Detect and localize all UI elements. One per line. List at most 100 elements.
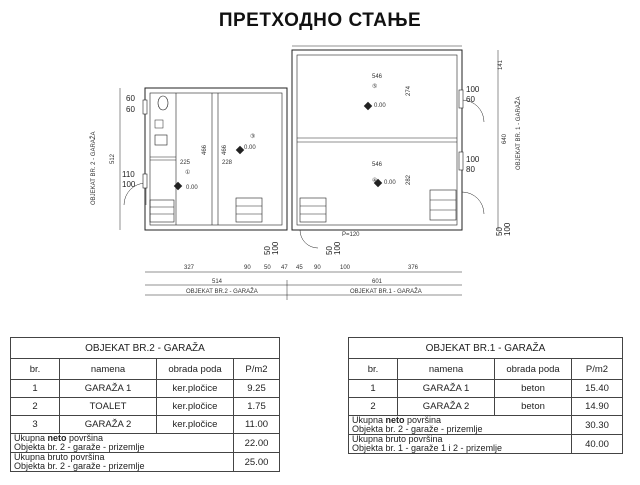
room-code: ④ bbox=[372, 177, 377, 184]
window-label: 60 bbox=[126, 105, 135, 114]
column-header: obrada poda bbox=[494, 358, 572, 380]
dim-label: 466 bbox=[222, 144, 228, 155]
window-label: 100 bbox=[466, 155, 480, 164]
door-label: 100 bbox=[333, 241, 342, 255]
window-label: 110 bbox=[122, 170, 135, 179]
garage-door-1 bbox=[235, 197, 263, 223]
dim-label: 546 bbox=[372, 162, 383, 168]
dim-label: 640 bbox=[502, 133, 508, 144]
door-label: 50 bbox=[495, 227, 504, 236]
neto-label: Ukupna neto površina Objekta br. 2 - gar… bbox=[10, 433, 234, 453]
window-label: 80 bbox=[466, 165, 475, 174]
window-label: 100 bbox=[466, 85, 480, 94]
column-header: obrada poda bbox=[156, 358, 234, 380]
column-header: P/m2 bbox=[571, 358, 623, 380]
table-row: 1 GARAŽA 1 beton 15.40 bbox=[348, 379, 623, 398]
column-header: namena bbox=[397, 358, 495, 380]
table-row: 1 GARAŽA 1 ker.pločice 9.25 bbox=[10, 379, 280, 398]
dim-label: 225 bbox=[180, 160, 191, 166]
row-floor: ker.pločice bbox=[156, 415, 234, 434]
column-header: br. bbox=[348, 358, 398, 380]
neto-row: Ukupna neto površina Objekta br. 2 - gar… bbox=[348, 415, 623, 435]
dim-label: 90 bbox=[314, 265, 321, 271]
bruto-value: 40.00 bbox=[571, 434, 623, 454]
window-label: 100 bbox=[122, 180, 136, 189]
side-label: OBJEKAT BR. 2 - GARAŽA bbox=[89, 132, 97, 205]
dim-label: 376 bbox=[408, 265, 419, 271]
row-area: 1.75 bbox=[233, 397, 280, 416]
row-floor: ker.pločice bbox=[156, 397, 234, 416]
column-header: namena bbox=[59, 358, 157, 380]
dim-label: 141 bbox=[498, 59, 504, 70]
table-row: 2 GARAŽA 2 beton 14.90 bbox=[348, 397, 623, 416]
row-floor: beton bbox=[494, 379, 572, 398]
bruto-label: Ukupna bruto površina Objekta br. 2 - ga… bbox=[10, 452, 234, 472]
building-2-outline bbox=[144, 87, 288, 231]
object-label: OBJEKAT BR.1 - GARAŽA bbox=[350, 287, 422, 295]
table-row: 3 GARAŽA 2 ker.pločice 11.00 bbox=[10, 415, 280, 434]
row-purpose: GARAŽA 1 bbox=[59, 379, 157, 398]
dim-label: 512 bbox=[110, 153, 116, 164]
window-label: 60 bbox=[126, 94, 135, 103]
garage-door-2 bbox=[299, 197, 327, 223]
row-area: 11.00 bbox=[233, 415, 280, 434]
row-area: 9.25 bbox=[233, 379, 280, 398]
dim-label: P=120 bbox=[342, 232, 360, 238]
column-header: P/m2 bbox=[233, 358, 280, 380]
dim-label: 601 bbox=[372, 279, 383, 285]
room-level: 0.00 bbox=[244, 145, 256, 151]
room-code: ③ bbox=[250, 133, 255, 140]
side-label: OBJEKAT BR. 1 - GARAŽA bbox=[514, 97, 522, 170]
room-level: 0.00 bbox=[384, 180, 396, 186]
row-area: 15.40 bbox=[571, 379, 623, 398]
garage-door-3 bbox=[429, 189, 457, 221]
dim-label: 327 bbox=[184, 265, 195, 271]
bruto-label: Ukupna bruto površina Objekta br. 1 - ga… bbox=[348, 434, 572, 454]
row-purpose: GARAŽA 2 bbox=[397, 397, 495, 416]
toilet-icon bbox=[157, 95, 169, 111]
row-purpose: GARAŽA 1 bbox=[397, 379, 495, 398]
floor-plan: ① ③ ④ ⑤ 0.00 0.00 0.00 0.00 225 228 546 … bbox=[89, 45, 522, 300]
room-level: 0.00 bbox=[374, 103, 386, 109]
neto-row: Ukupna neto površina Objekta br. 2 - gar… bbox=[10, 433, 280, 453]
row-purpose: TOALET bbox=[59, 397, 157, 416]
door-label: 100 bbox=[503, 222, 512, 236]
dim-label: 50 bbox=[264, 265, 271, 271]
dim-label: 274 bbox=[406, 85, 412, 96]
row-number: 1 bbox=[348, 379, 398, 398]
door-label: 50 bbox=[263, 246, 272, 255]
neto-label: Ukupna neto površina Objekta br. 2 - gar… bbox=[348, 415, 572, 435]
table-row: 2 TOALET ker.pločice 1.75 bbox=[10, 397, 280, 416]
dim-label: 90 bbox=[244, 265, 251, 271]
neto-value: 30.30 bbox=[571, 415, 623, 435]
dim-label: 228 bbox=[222, 160, 233, 166]
row-number: 2 bbox=[10, 397, 60, 416]
dim-label: 45 bbox=[296, 265, 303, 271]
row-purpose: GARAŽA 2 bbox=[59, 415, 157, 434]
row-number: 3 bbox=[10, 415, 60, 434]
sink-icon bbox=[154, 134, 168, 146]
column-header: br. bbox=[10, 358, 60, 380]
room-code: ⑤ bbox=[372, 83, 377, 90]
page-title: ПРЕТХОДНО СТАЊЕ bbox=[218, 10, 422, 31]
neto-value: 22.00 bbox=[233, 433, 280, 453]
table-caption: OBJEKAT BR.2 - GARAŽA bbox=[10, 337, 280, 359]
dim-label: 466 bbox=[202, 144, 208, 155]
dim-label: 100 bbox=[340, 265, 351, 271]
object-label: OBJEKAT BR.2 - GARAŽA bbox=[186, 287, 258, 295]
row-area: 14.90 bbox=[571, 397, 623, 416]
dim-label: 282 bbox=[406, 174, 412, 185]
dim-label: 47 bbox=[281, 265, 288, 271]
door-label: 100 bbox=[271, 241, 280, 255]
door-label: 50 bbox=[325, 246, 334, 255]
bruto-value: 25.00 bbox=[233, 452, 280, 472]
table-caption: OBJEKAT BR.1 - GARAŽA bbox=[348, 337, 623, 359]
dim-label: 514 bbox=[212, 279, 223, 285]
room-code: ① bbox=[185, 169, 190, 176]
dim-label: 546 bbox=[372, 74, 383, 80]
row-floor: ker.pločice bbox=[156, 379, 234, 398]
bruto-row: Ukupna bruto površina Objekta br. 1 - ga… bbox=[348, 434, 623, 454]
area-table-objekat-2: OBJEKAT BR.2 - GARAŽA br. namena obrada … bbox=[10, 337, 280, 472]
area-table-objekat-1: OBJEKAT BR.1 - GARAŽA br. namena obrada … bbox=[348, 337, 623, 454]
window-label: 60 bbox=[466, 95, 475, 104]
